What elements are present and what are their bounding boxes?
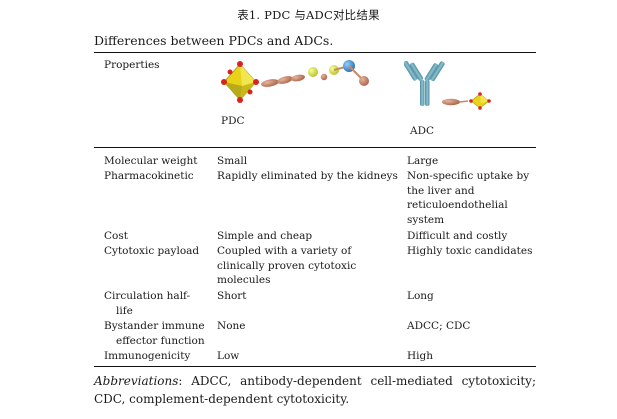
row-pdc-value: Small (217, 155, 248, 167)
cell-line: reticuloendothelial (407, 199, 508, 212)
row-property: Cost (104, 230, 128, 242)
abbreviations-footnote: Abbreviations: ADCC, antibody-dependent … (94, 372, 536, 408)
row-adc-value: High (407, 350, 433, 362)
pdc-molecule-icon (221, 60, 369, 103)
footnote-label: Abbreviations (94, 374, 179, 388)
row-property: Immunogenicity (104, 350, 191, 362)
row-pdc-value: None (217, 320, 246, 332)
cell-line: effector function (116, 334, 205, 347)
footnote-text: : ADCC, antibody-dependent cell-mediated… (94, 374, 536, 406)
row-pdc-value: Low (217, 350, 240, 362)
header-properties: Properties (104, 59, 160, 71)
table-title: Differences between PDCs and ADCs. (94, 33, 334, 48)
cell-line: life (116, 304, 133, 317)
row-pdc-value: Rapidly eliminated by the kidneys (217, 170, 398, 182)
header-rule (94, 147, 536, 148)
row-adc-value: ADCC; CDC (407, 320, 471, 332)
cell-line: the liver and (407, 184, 475, 197)
cell-line: molecules (217, 274, 271, 287)
row-adc-value: Non-specific uptake by the liver and ret… (407, 169, 535, 227)
top-rule (94, 52, 536, 53)
row-pdc-value: Coupled with a variety of clinically pro… (217, 244, 403, 288)
row-property: Molecular weight (104, 155, 198, 167)
adc-label: ADC (410, 125, 435, 137)
cell-line: Non-specific uptake by (407, 170, 530, 182)
table-caption: 表1. PDC 与ADC对比结果 (237, 8, 380, 22)
row-adc-value: Large (407, 155, 439, 167)
cell-line: Coupled with a variety of (217, 245, 352, 257)
row-pdc-value: Short (217, 290, 247, 302)
row-property: Pharmacokinetic (104, 170, 194, 182)
bottom-rule (94, 366, 536, 367)
pdc-label: PDC (221, 115, 245, 127)
row-property: Circulation half- life (104, 289, 212, 318)
row-property: Bystander immune effector function (104, 319, 212, 348)
cell-line: Bystander immune (104, 320, 205, 332)
row-adc-value: Long (407, 290, 434, 302)
cell-line: clinically proven cytotoxic (217, 259, 357, 272)
cell-line: system (407, 213, 445, 226)
row-property: Cytotoxic payload (104, 245, 200, 257)
row-pdc-value: Simple and cheap (217, 230, 313, 242)
adc-antibody-icon (404, 60, 491, 110)
row-adc-value: Highly toxic candidates (407, 245, 533, 257)
row-adc-value: Difficult and costly (407, 230, 508, 242)
cell-line: Circulation half- (104, 290, 191, 302)
